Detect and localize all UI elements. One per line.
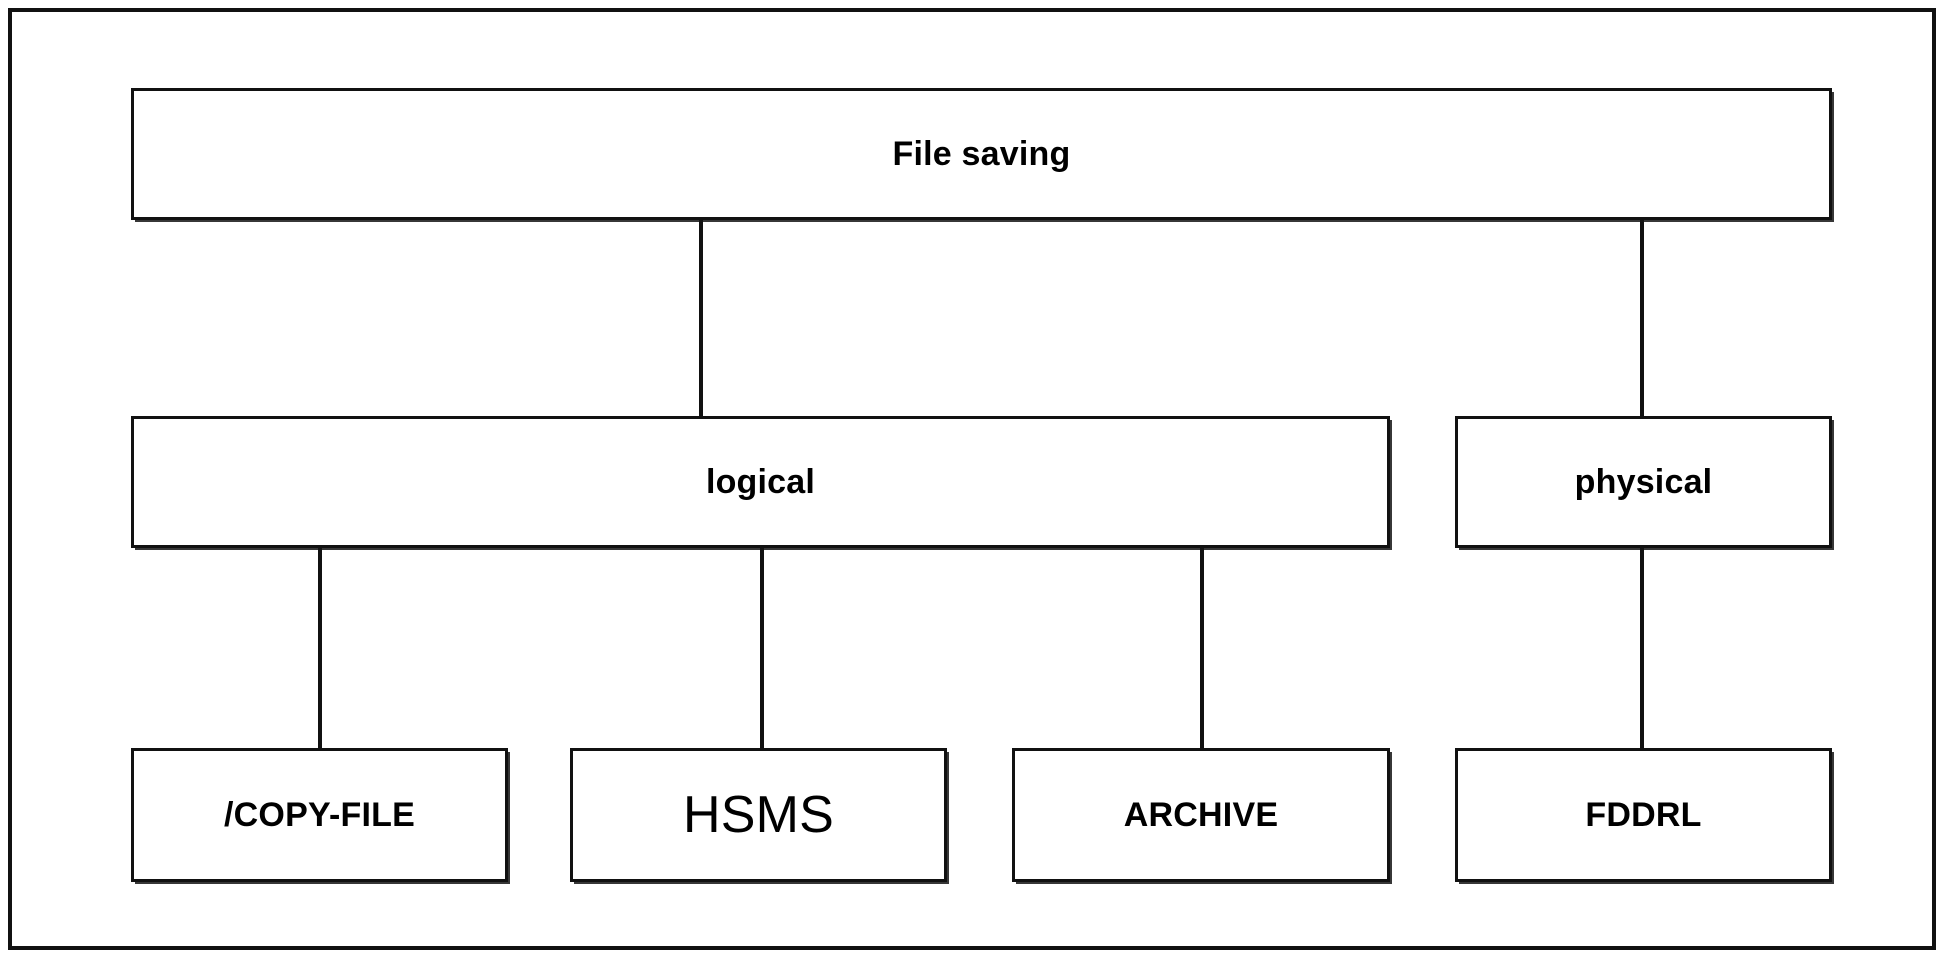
node-fddrl[interactable]: FDDRL xyxy=(1455,748,1832,882)
connector-physical-to-fddrl xyxy=(1640,544,1644,752)
connector-logical-to-hsms xyxy=(760,544,764,752)
node-archive-label: ARCHIVE xyxy=(1123,796,1279,834)
node-logical[interactable]: logical xyxy=(131,416,1390,548)
node-copy-file-label: /COPY-FILE xyxy=(224,796,415,834)
connector-logical-to-archive xyxy=(1200,544,1204,752)
node-hsms-label: HSMS xyxy=(682,786,835,844)
node-archive[interactable]: ARCHIVE xyxy=(1012,748,1390,882)
node-physical[interactable]: physical xyxy=(1455,416,1832,548)
connector-file-saving-to-logical xyxy=(699,216,703,420)
connector-file-saving-to-physical xyxy=(1640,216,1644,420)
node-copy-file[interactable]: /COPY-FILE xyxy=(131,748,508,882)
node-file-saving[interactable]: File saving xyxy=(131,88,1832,220)
node-hsms[interactable]: HSMS xyxy=(570,748,947,882)
node-physical-label: physical xyxy=(1574,463,1713,501)
node-logical-label: logical xyxy=(705,463,816,501)
connector-logical-to-copy-file xyxy=(318,544,322,752)
node-fddrl-label: FDDRL xyxy=(1585,796,1702,834)
node-file-saving-label: File saving xyxy=(892,135,1071,173)
